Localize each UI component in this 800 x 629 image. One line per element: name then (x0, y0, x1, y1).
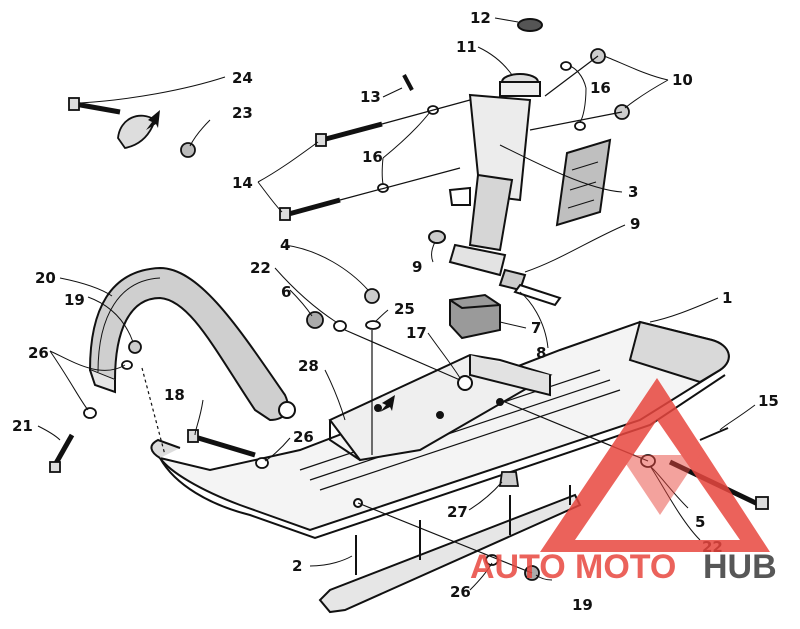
callout-24: 24 (232, 69, 253, 87)
ski-part (150, 320, 730, 614)
callout-6: 6 (281, 283, 291, 301)
callout-26-left: 26 (28, 344, 49, 362)
watermark-word-hub: HUB (703, 548, 777, 586)
callout-26-bottom: 26 (450, 583, 471, 601)
callout-8: 8 (536, 344, 546, 362)
callout-3: 3 (628, 183, 638, 201)
callout-27: 27 (447, 503, 468, 521)
watermark-logo: AUTO MOTO HUB (470, 378, 777, 586)
callout-25: 25 (394, 300, 415, 318)
callout-13: 13 (360, 88, 381, 106)
callout-11: 11 (456, 38, 477, 56)
nuts-and-washers (83, 48, 656, 581)
callout-9-lower: 9 (412, 258, 422, 276)
watermark-word-moto: MOTO (575, 548, 676, 586)
callout-2: 2 (292, 557, 302, 575)
watermark-inner-triangle (620, 455, 700, 515)
callout-18: 18 (164, 386, 185, 404)
callout-10: 10 (672, 71, 693, 89)
callout-28: 28 (298, 357, 319, 375)
callout-7: 7 (531, 319, 541, 337)
callout-19-lower: 19 (572, 596, 593, 614)
watermark-triangle (540, 378, 770, 552)
callout-17: 17 (406, 324, 427, 342)
callout-20: 20 (35, 269, 56, 287)
indicator-arrows (146, 110, 395, 412)
callout-12: 12 (470, 9, 491, 27)
callout-1: 1 (722, 289, 732, 307)
callout-21: 21 (12, 417, 33, 435)
callout-9-upper: 9 (630, 215, 640, 233)
callout-14: 14 (232, 174, 253, 192)
callout-22-upper: 22 (250, 259, 271, 277)
shock-absorber-part (428, 18, 612, 307)
callout-26-middle: 26 (293, 428, 314, 446)
bumper-block-part (449, 293, 501, 340)
spring-arm-part (88, 266, 296, 422)
callout-19-upper: 19 (64, 291, 85, 309)
bolts (49, 74, 769, 510)
callout-4: 4 (280, 236, 290, 254)
watermark-word-auto: AUTO (470, 548, 566, 586)
leader-lines (37, 17, 756, 591)
callout-16-right: 16 (590, 79, 611, 97)
assembly-lines (141, 55, 649, 574)
callout-15: 15 (758, 392, 779, 410)
callout-5: 5 (695, 513, 705, 531)
callout-16-left: 16 (362, 148, 383, 166)
callout-23: 23 (232, 104, 253, 122)
